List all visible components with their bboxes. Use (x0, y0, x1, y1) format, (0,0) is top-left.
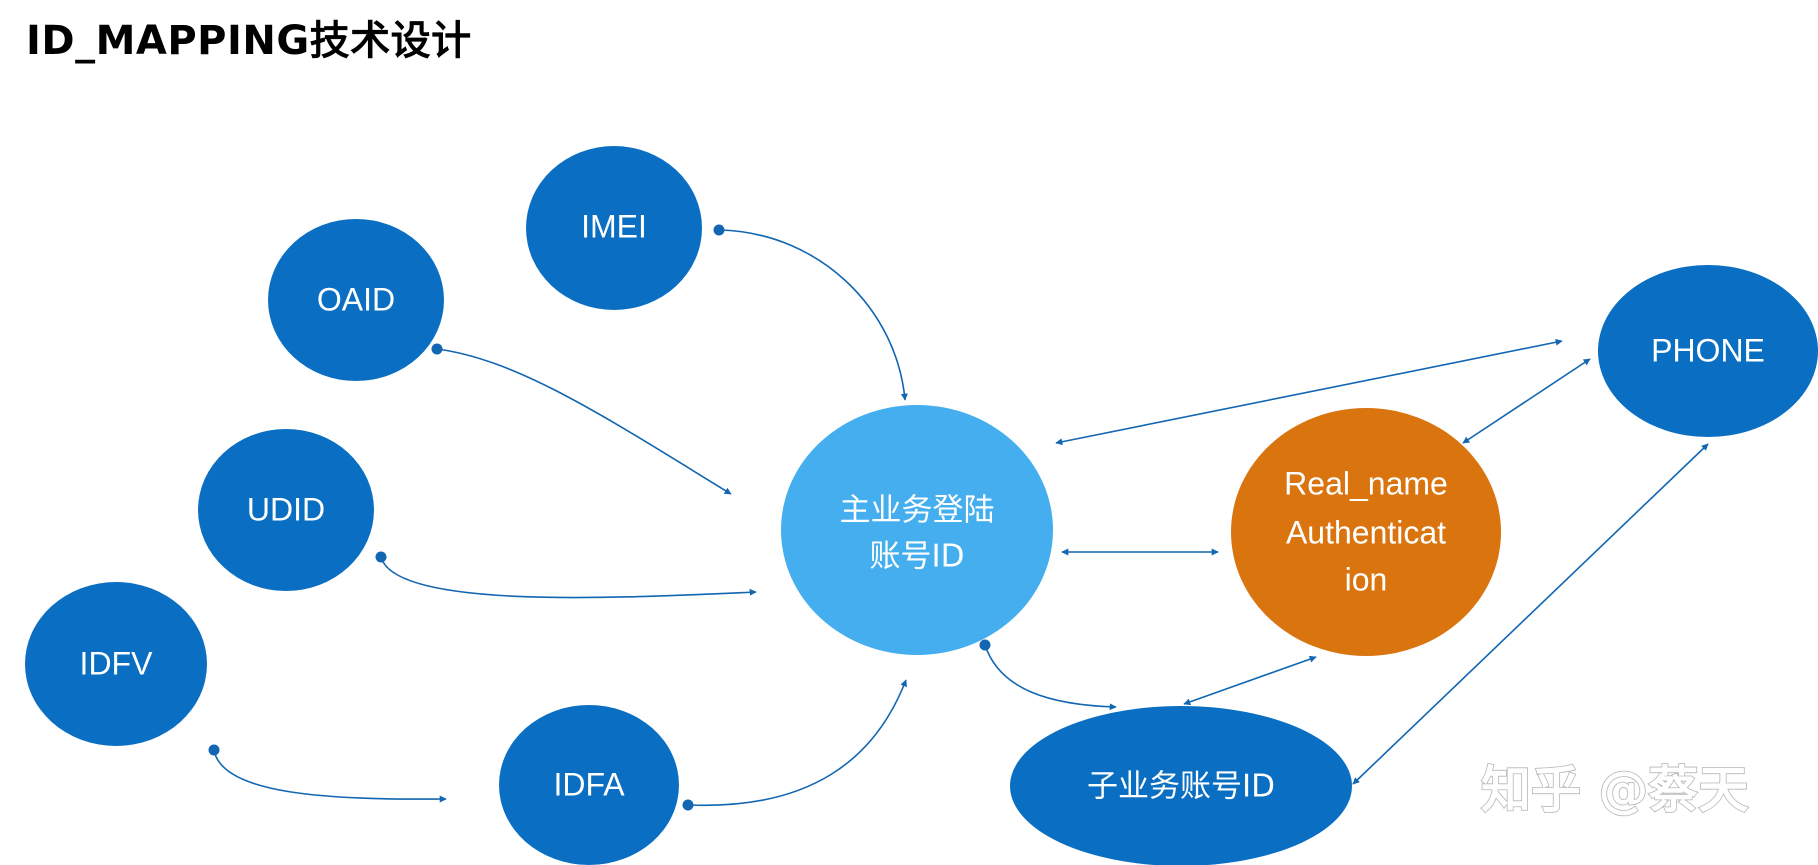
edge-idfv-to-idfa (208, 744, 447, 803)
node-imei: IMEI (526, 146, 702, 310)
node-main-account-id-label-line2: 账号ID (869, 539, 964, 575)
edge-udid-to-main (375, 551, 757, 599)
page-title: ID_MAPPING技术设计 (26, 18, 472, 64)
node-idfv-shape (25, 582, 207, 746)
node-idfa: IDFA (499, 705, 679, 865)
node-main-account-id: 主业务登陆 账号ID (781, 405, 1053, 655)
edge-idfa-to-main (682, 679, 907, 811)
edge-oaid-to-main (431, 343, 732, 495)
node-real-name-label-line2: Authenticat (1286, 514, 1446, 550)
node-oaid-shape (268, 219, 444, 381)
edge-realname-phone (1462, 358, 1591, 444)
node-udid-shape (198, 429, 374, 591)
node-idfa-label: IDFA (553, 766, 625, 802)
node-phone-shape (1598, 265, 1818, 437)
edge-idfa-to-main-line (687, 679, 907, 807)
node-sub-account-id-shape (1010, 706, 1352, 865)
node-oaid: OAID (268, 219, 444, 381)
node-imei-label: IMEI (581, 208, 647, 244)
node-main-account-id-label-line1: 主业务登陆 (840, 493, 995, 529)
edge-main-to-sub (979, 639, 1117, 711)
node-phone: PHONE (1598, 265, 1818, 437)
node-idfa-shape (499, 705, 679, 865)
edge-udid-to-main-line (380, 556, 757, 599)
edge-oaid-to-main-line (436, 348, 732, 495)
edge-imei-to-main (713, 224, 908, 401)
watermark: 知乎 @蔡天 (1481, 761, 1748, 819)
node-real-name-label-line1: Real_name (1284, 465, 1448, 501)
node-real-name-label-line3: ion (1345, 561, 1388, 597)
edge-sub-realname (1183, 655, 1317, 706)
node-main-account-id-shape (781, 405, 1053, 655)
edge-sub-phone (1352, 443, 1709, 785)
edge-idfv-to-idfa-line (213, 749, 447, 803)
node-idfv: IDFV (25, 582, 207, 746)
edge-main-to-sub-line (984, 644, 1117, 711)
node-udid-label: UDID (247, 491, 325, 527)
node-imei-shape (526, 146, 702, 310)
node-oaid-label: OAID (317, 281, 395, 317)
node-sub-account-id: 子业务账号ID (1010, 706, 1352, 865)
node-real-name-authentication: Real_name Authenticat ion (1231, 408, 1501, 656)
edge-imei-to-main-line (718, 229, 908, 401)
node-sub-account-id-label: 子业务账号ID (1087, 769, 1275, 805)
node-udid: UDID (198, 429, 374, 591)
node-phone-label: PHONE (1651, 332, 1765, 368)
node-idfv-label: IDFV (80, 645, 154, 681)
edge-main-phone (1055, 338, 1563, 446)
